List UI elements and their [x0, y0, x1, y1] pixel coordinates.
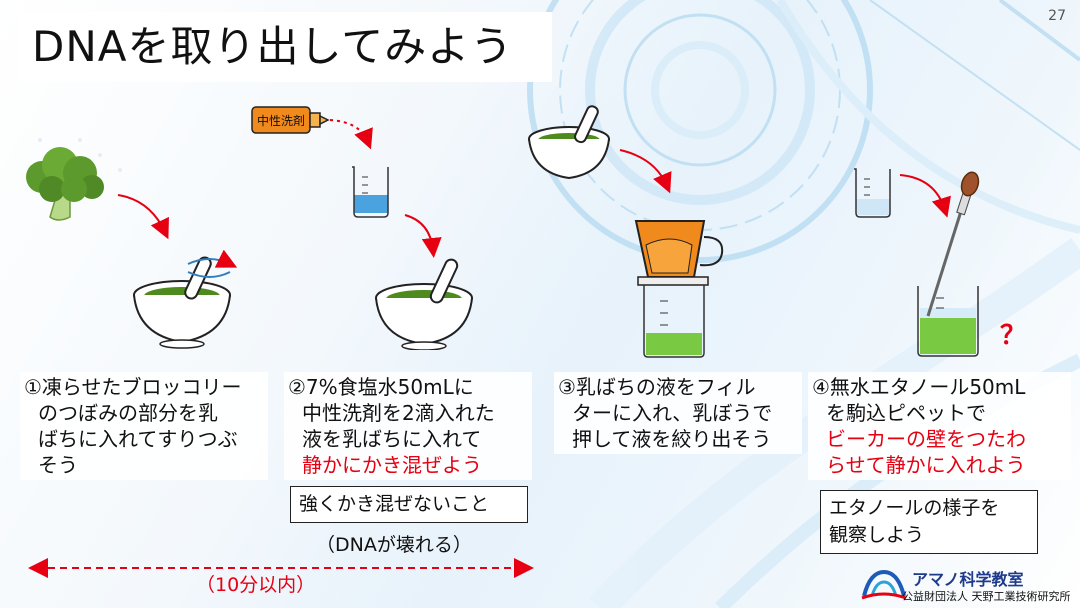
step-1-line-1: ①凍らせたブロッコリー — [24, 375, 242, 399]
page-number: 27 — [1048, 8, 1066, 24]
warning-note: 強くかき混ぜないこと — [290, 486, 528, 523]
mortar-grinding-icon — [133, 250, 238, 349]
step-3-line-3: 押して液を絞り出そう — [572, 427, 772, 451]
mortar-mixing-icon — [375, 258, 473, 350]
broccoli-icon — [26, 147, 104, 221]
detergent-label: 中性洗剤 — [257, 113, 305, 128]
page-title: DNAを取り出してみよう — [18, 12, 552, 82]
step-1-line-2: のつぼみの部分を乳 — [38, 401, 218, 425]
step-3-text: ③乳ばちの液をフィル ターに入れ、乳ぼうで 押して液を絞り出そう — [554, 372, 802, 454]
step-2-line-2: 中性洗剤を2滴入れた — [302, 401, 495, 425]
mortar-liquid-icon — [528, 105, 610, 180]
step-4-text: ④無水エタノール50mL を駒込ピペットで ビーカーの壁をつたわ らせて静かに入… — [808, 372, 1071, 480]
step-3-line-2: ターに入れ、乳ぼうで — [572, 401, 773, 425]
step-2-text: ②7%食塩水50mLに 中性洗剤を2滴入れた 液を乳ばちに入れて 静かにかき混ぜ… — [284, 372, 532, 480]
step-2-line-4: 静かにかき混ぜよう — [302, 453, 482, 477]
observe-line-2: 観察しよう — [829, 524, 925, 546]
detergent-bottle-icon: 中性洗剤 — [251, 106, 330, 134]
amano-logo-icon — [861, 569, 907, 600]
step-1-text: ①凍らせたブロッコリー のつぼみの部分を乳 ばちに入れてすりつぶ そう — [20, 372, 268, 480]
pipette-beaker-icon — [917, 171, 980, 357]
step-2-line-1: ②7%食塩水50mLに — [288, 375, 474, 399]
warning-reason: （DNAが壊れる） — [316, 534, 472, 556]
step-3-line-1: ③乳ばちの液をフィル — [558, 375, 756, 399]
step-1-line-3: ばちに入れてすりつぶ — [38, 427, 238, 451]
beaker-ethanol-icon — [854, 168, 891, 218]
step-4-line-1: ④無水エタノール50mL — [812, 375, 1026, 399]
filter-beaker-icon — [634, 220, 724, 358]
observe-note: エタノールの様子を 観察しよう — [820, 490, 1038, 554]
step-4-line-2: を駒込ピペットで — [826, 401, 986, 425]
beaker-saltwater-icon — [352, 166, 389, 218]
logo-org: 公益財団法人 天野工業技術研究所 — [902, 590, 1071, 603]
step-4-line-4: らせて静かに入れよう — [826, 453, 1026, 477]
step-1-line-4: そう — [38, 453, 78, 477]
question-mark: ？ — [1000, 321, 1027, 351]
observe-line-1: エタノールの様子を — [829, 497, 1000, 519]
step-2-line-3: 液を乳ばちに入れて — [302, 427, 482, 451]
step-4-line-3: ビーカーの壁をつたわ — [826, 427, 1026, 451]
logo-name: アマノ科学教室 — [912, 570, 1024, 589]
time-limit-label: （10分以内） — [196, 574, 316, 596]
